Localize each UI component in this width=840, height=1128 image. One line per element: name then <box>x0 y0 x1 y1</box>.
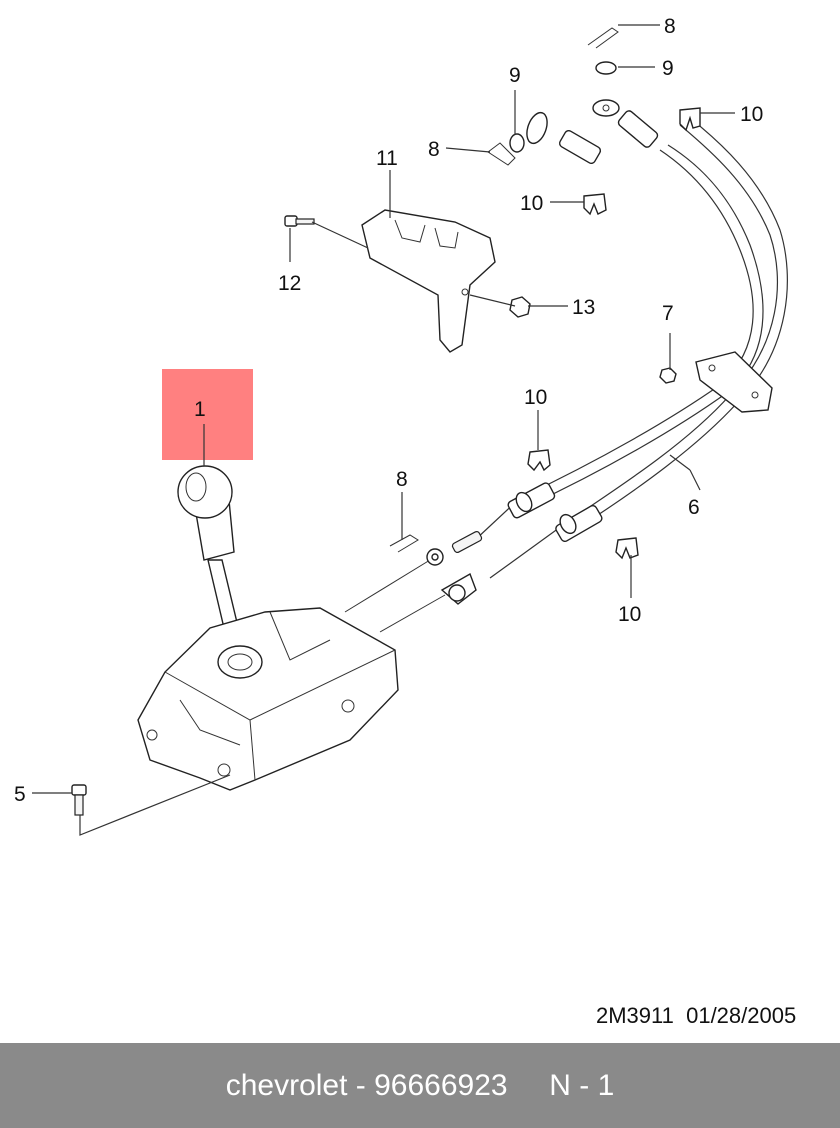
bolt-12 <box>284 215 315 227</box>
callout-8-top: 8 <box>664 15 676 38</box>
clip-pin-left <box>487 142 516 166</box>
callout-1-highlight[interactable] <box>162 369 253 460</box>
callout-13: 13 <box>572 296 595 319</box>
callout-6: 6 <box>688 496 700 519</box>
washer-left <box>509 133 525 153</box>
callout-8-mid: 8 <box>396 468 408 491</box>
callout-10-c: 10 <box>524 386 547 409</box>
footer-bar: chevrolet - 96666923 N - 1 <box>0 1043 840 1128</box>
callout-12: 12 <box>278 272 301 295</box>
callout-8-left: 8 <box>428 138 440 161</box>
footer-text: chevrolet - 96666923 N - 1 <box>225 1068 615 1102</box>
shift-cable-assembly <box>344 99 788 633</box>
drawing-code: 2M3911 01/28/2005 <box>596 1003 797 1028</box>
callout-9-right: 9 <box>662 57 674 80</box>
callout-10-b: 10 <box>520 192 543 215</box>
washer-top <box>595 61 617 75</box>
callout-11: 11 <box>376 147 398 170</box>
leader-lines <box>32 24 735 836</box>
clip-pin-top <box>587 27 619 49</box>
callout-7: 7 <box>662 302 674 325</box>
callout-10-a: 10 <box>740 103 763 126</box>
nut-13 <box>509 296 531 318</box>
parts-diagram: 1 5 6 7 8 8 8 9 9 10 10 10 10 11 12 13 <box>14 15 788 836</box>
bolt-5 <box>71 784 87 816</box>
nut-7 <box>659 367 677 384</box>
shift-base-housing <box>137 607 399 791</box>
cable-bracket <box>361 209 496 353</box>
callout-1: 1 <box>194 398 206 421</box>
callout-10-d: 10 <box>618 603 641 626</box>
callout-5: 5 <box>14 783 26 806</box>
callout-9-top: 9 <box>509 64 521 87</box>
clip-pin-mid <box>389 534 419 553</box>
